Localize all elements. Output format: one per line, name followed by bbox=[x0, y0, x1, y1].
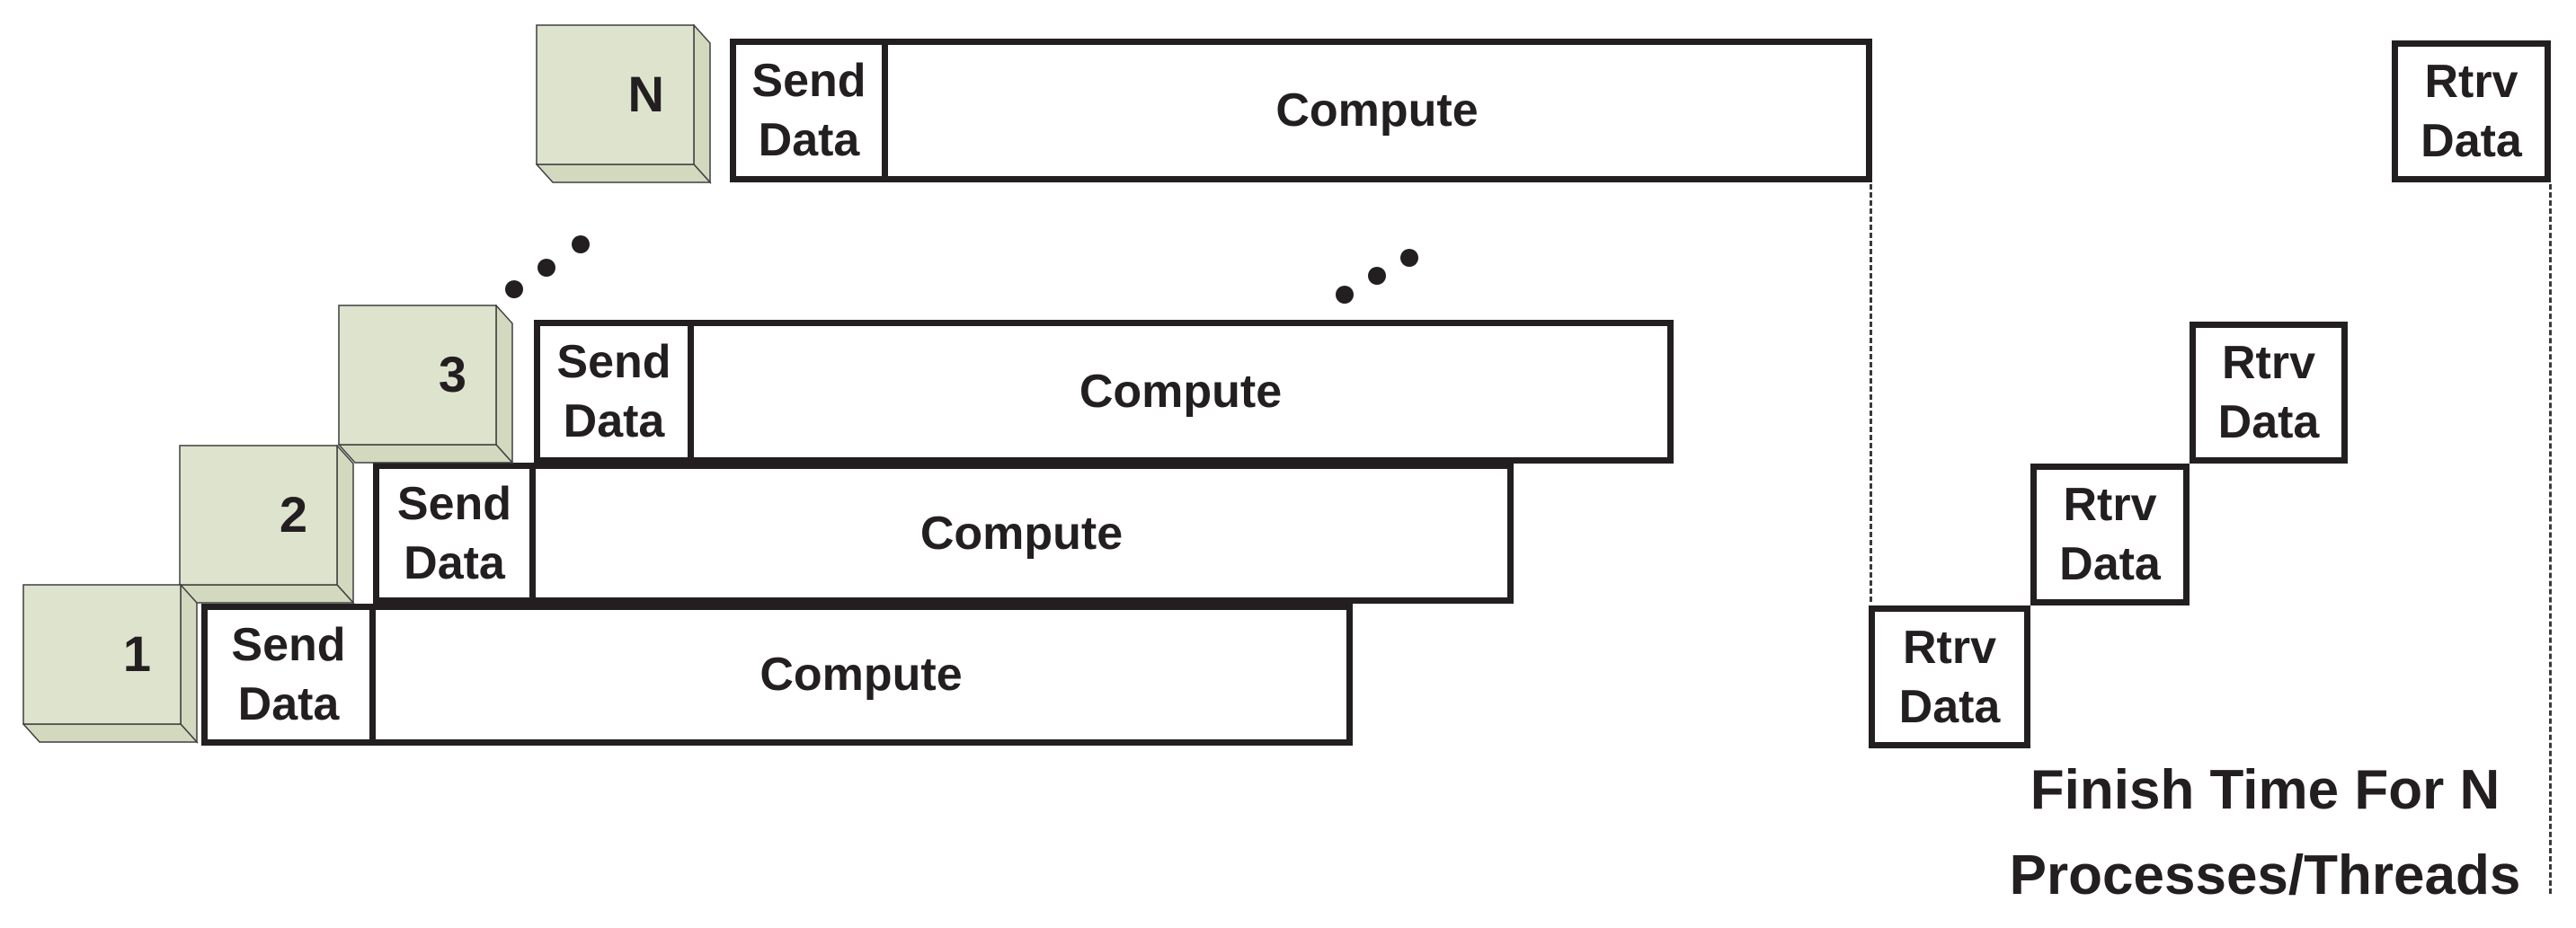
process-label: N bbox=[627, 66, 664, 122]
rtrv-data-box-1: Rtrv Data bbox=[1869, 605, 2030, 748]
cube-3d-icon bbox=[536, 24, 712, 184]
dot-icon bbox=[1336, 286, 1354, 304]
process-cube-1: 1 bbox=[22, 584, 199, 744]
timeline-row-3: Send Data Compute bbox=[534, 320, 1674, 464]
send-data-box: Send Data bbox=[736, 45, 888, 176]
timeline-row-n: Send Data Compute bbox=[730, 39, 1872, 182]
dot-icon bbox=[505, 280, 523, 298]
process-cube-n: N bbox=[536, 24, 712, 184]
cube-3d-icon bbox=[179, 445, 355, 605]
compute-box: Compute bbox=[1079, 366, 1283, 418]
compute-box: Compute bbox=[759, 649, 963, 701]
finish-time-line-last bbox=[2549, 184, 2552, 894]
annotation-line-1: Finish Time For N bbox=[2030, 759, 2500, 821]
compute-box: Compute bbox=[919, 507, 1124, 560]
finish-time-line-first bbox=[1870, 184, 1872, 602]
dot-icon bbox=[1400, 249, 1418, 267]
dot-icon bbox=[537, 259, 555, 277]
annotation-line-2: Processes/Threads bbox=[2009, 844, 2521, 906]
timeline-row-2: Send Data Compute bbox=[373, 463, 1514, 604]
rtrv-data-box-n: Rtrv Data bbox=[2392, 40, 2551, 182]
process-label: 2 bbox=[279, 486, 307, 543]
cube-3d-icon bbox=[22, 584, 199, 744]
process-label: 3 bbox=[438, 346, 466, 402]
dot-icon bbox=[572, 235, 590, 253]
cube-3d-icon bbox=[338, 305, 514, 464]
timeline-row-1: Send Data Compute bbox=[201, 604, 1353, 746]
finish-time-annotation: Finish Time For N Processes/Threads bbox=[1932, 747, 2576, 918]
rtrv-data-box-3: Rtrv Data bbox=[2190, 322, 2348, 464]
send-data-box: Send Data bbox=[540, 326, 694, 457]
rtrv-data-box-2: Rtrv Data bbox=[2030, 464, 2190, 605]
dot-icon bbox=[1368, 267, 1386, 285]
process-label: 1 bbox=[122, 625, 151, 682]
compute-box: Compute bbox=[1275, 84, 1479, 137]
send-data-box: Send Data bbox=[379, 469, 536, 597]
process-cube-2: 2 bbox=[179, 445, 355, 605]
send-data-box: Send Data bbox=[208, 610, 376, 739]
process-cube-3: 3 bbox=[338, 305, 514, 464]
